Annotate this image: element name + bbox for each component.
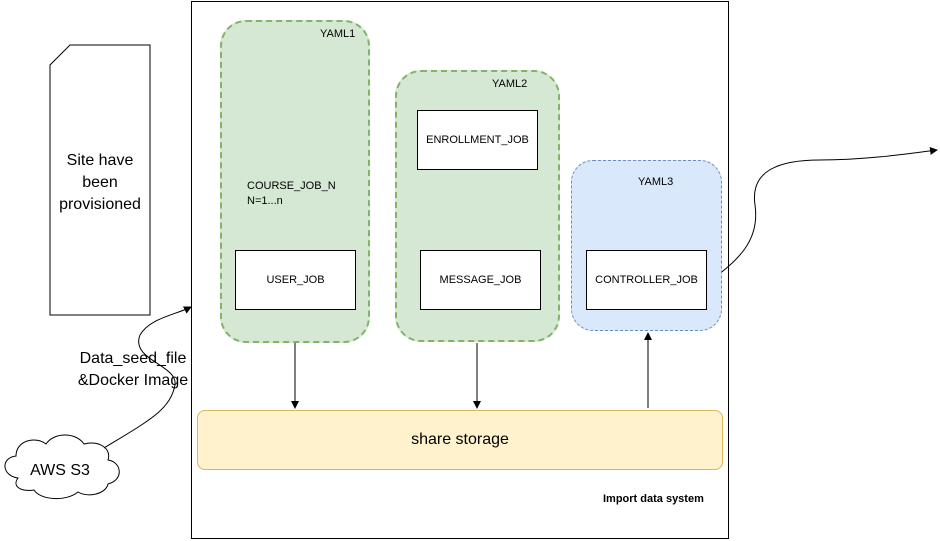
site-card-label: Site have been provisioned bbox=[50, 150, 150, 216]
cloud-shape bbox=[4, 434, 120, 499]
enrollment-job-box: ENROLLMENT_JOB bbox=[417, 110, 538, 170]
system-label: Import data system bbox=[603, 493, 704, 505]
share-storage: share storage bbox=[197, 410, 723, 470]
course-job-label: COURSE_JOB_N N=1...n bbox=[247, 179, 336, 209]
yaml1-label: YAML1 bbox=[320, 28, 356, 40]
payload-label: Data_seed_file &Docker Image bbox=[68, 348, 198, 392]
controller-job-box: CONTROLLER_JOB bbox=[586, 250, 707, 310]
payload-line-1: Data_seed_file bbox=[79, 350, 187, 367]
course-job-line-2: N=1...n bbox=[247, 195, 283, 207]
upload-connector bbox=[103, 306, 192, 449]
site-card-line-3: provisioned bbox=[59, 196, 141, 213]
import-system-frame bbox=[191, 1, 729, 539]
payload-line-2: &Docker Image bbox=[77, 372, 189, 389]
message-job-box: MESSAGE_JOB bbox=[420, 250, 541, 310]
site-card-line-1: Site have bbox=[66, 152, 134, 169]
user-job-box: USER_JOB bbox=[235, 250, 356, 310]
yaml3-label: YAML3 bbox=[638, 176, 674, 188]
site-card-line-2: been bbox=[82, 174, 118, 191]
course-job-line-1: COURSE_JOB_N bbox=[247, 180, 336, 192]
site-card-shape bbox=[49, 44, 151, 316]
cloud-label: AWS S3 bbox=[30, 462, 90, 479]
yaml2-label: YAML2 bbox=[492, 78, 528, 90]
controller-outgoing-connector bbox=[702, 146, 938, 287]
